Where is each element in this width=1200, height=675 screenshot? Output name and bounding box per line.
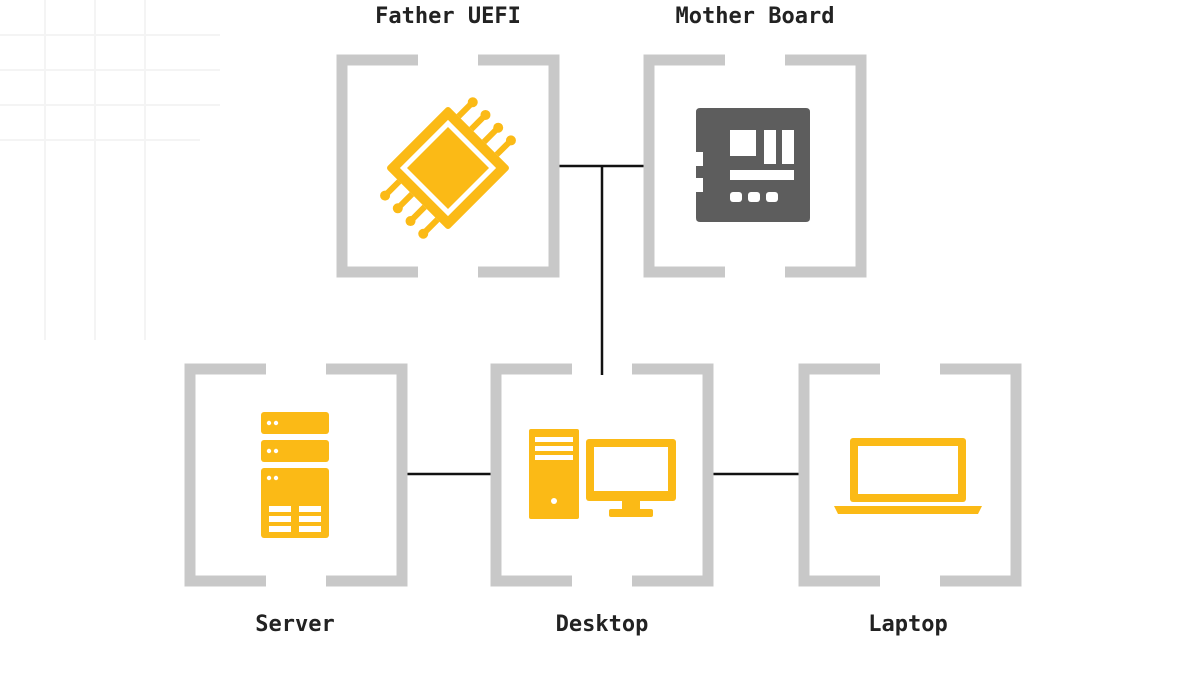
node-label-desktop: Desktop bbox=[555, 612, 649, 637]
chip-icon bbox=[380, 97, 516, 239]
bracket-frame-laptop bbox=[798, 363, 1022, 587]
desktop-computer-icon bbox=[529, 429, 676, 519]
bracket-frame-motherboard bbox=[643, 54, 867, 278]
node-label-motherboard: Mother Board bbox=[675, 4, 835, 29]
connectors bbox=[402, 164, 804, 476]
node-label-uefi: Father UEFI bbox=[375, 4, 521, 29]
laptop-icon bbox=[834, 438, 982, 514]
motherboard-icon bbox=[696, 108, 810, 222]
server-icon bbox=[261, 412, 329, 538]
bracket-frame-uefi bbox=[336, 54, 560, 278]
node-label-server: Server bbox=[255, 612, 335, 637]
background-grid bbox=[0, 0, 220, 340]
bracket-frame-desktop bbox=[490, 363, 714, 587]
node-label-laptop: Laptop bbox=[868, 612, 948, 637]
bracket-frame-server bbox=[184, 363, 408, 587]
